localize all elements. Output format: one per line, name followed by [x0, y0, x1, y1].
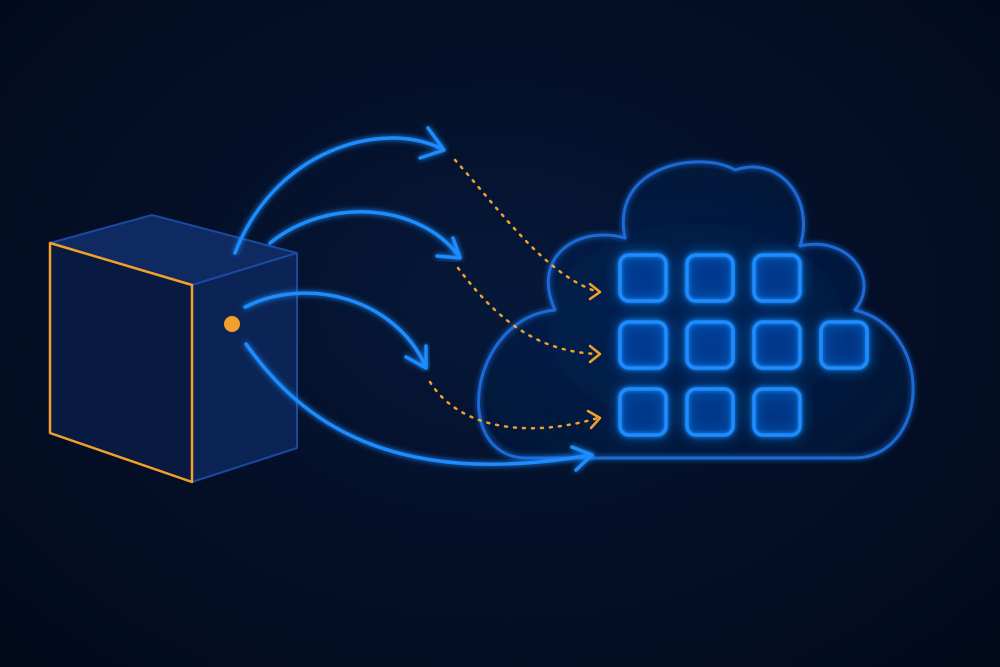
cloud-icon [477, 160, 915, 460]
cloud-tile [819, 320, 869, 370]
cloud-grid [618, 253, 869, 437]
blue-arrowhead-4 [570, 445, 594, 472]
port-dot-icon [224, 316, 240, 332]
orange-arrowhead-3 [586, 409, 602, 430]
cube-icon [48, 214, 298, 484]
blue-arrow-3 [243, 291, 427, 367]
arrows-layer [233, 126, 602, 472]
cloud-tile [618, 320, 668, 370]
cube-front-face [48, 241, 194, 484]
blue-arrowhead-1 [418, 126, 446, 160]
blue-arrow-2 [268, 210, 460, 257]
cloud-tile [685, 387, 735, 437]
blue-arrowhead-3 [404, 344, 428, 370]
blue-arrow-4 [244, 342, 592, 467]
cloud-outline [477, 160, 915, 460]
cloud-tile [618, 253, 668, 303]
orange-dotted-arrow-3 [428, 380, 600, 430]
orange-arrowhead-2 [588, 344, 602, 364]
cloud-tile [618, 387, 668, 437]
orange-arrowhead-1 [588, 282, 602, 301]
cloud-tile [752, 387, 802, 437]
cloud-tile [685, 253, 735, 303]
cloud-tile [685, 320, 735, 370]
cloud-tile [752, 320, 802, 370]
cube-side-face [191, 252, 298, 483]
cloud-tile [752, 253, 802, 303]
blue-arrow-1 [233, 136, 442, 255]
blue-arrowhead-2 [435, 236, 462, 260]
orange-dotted-arrow-2 [456, 266, 600, 356]
